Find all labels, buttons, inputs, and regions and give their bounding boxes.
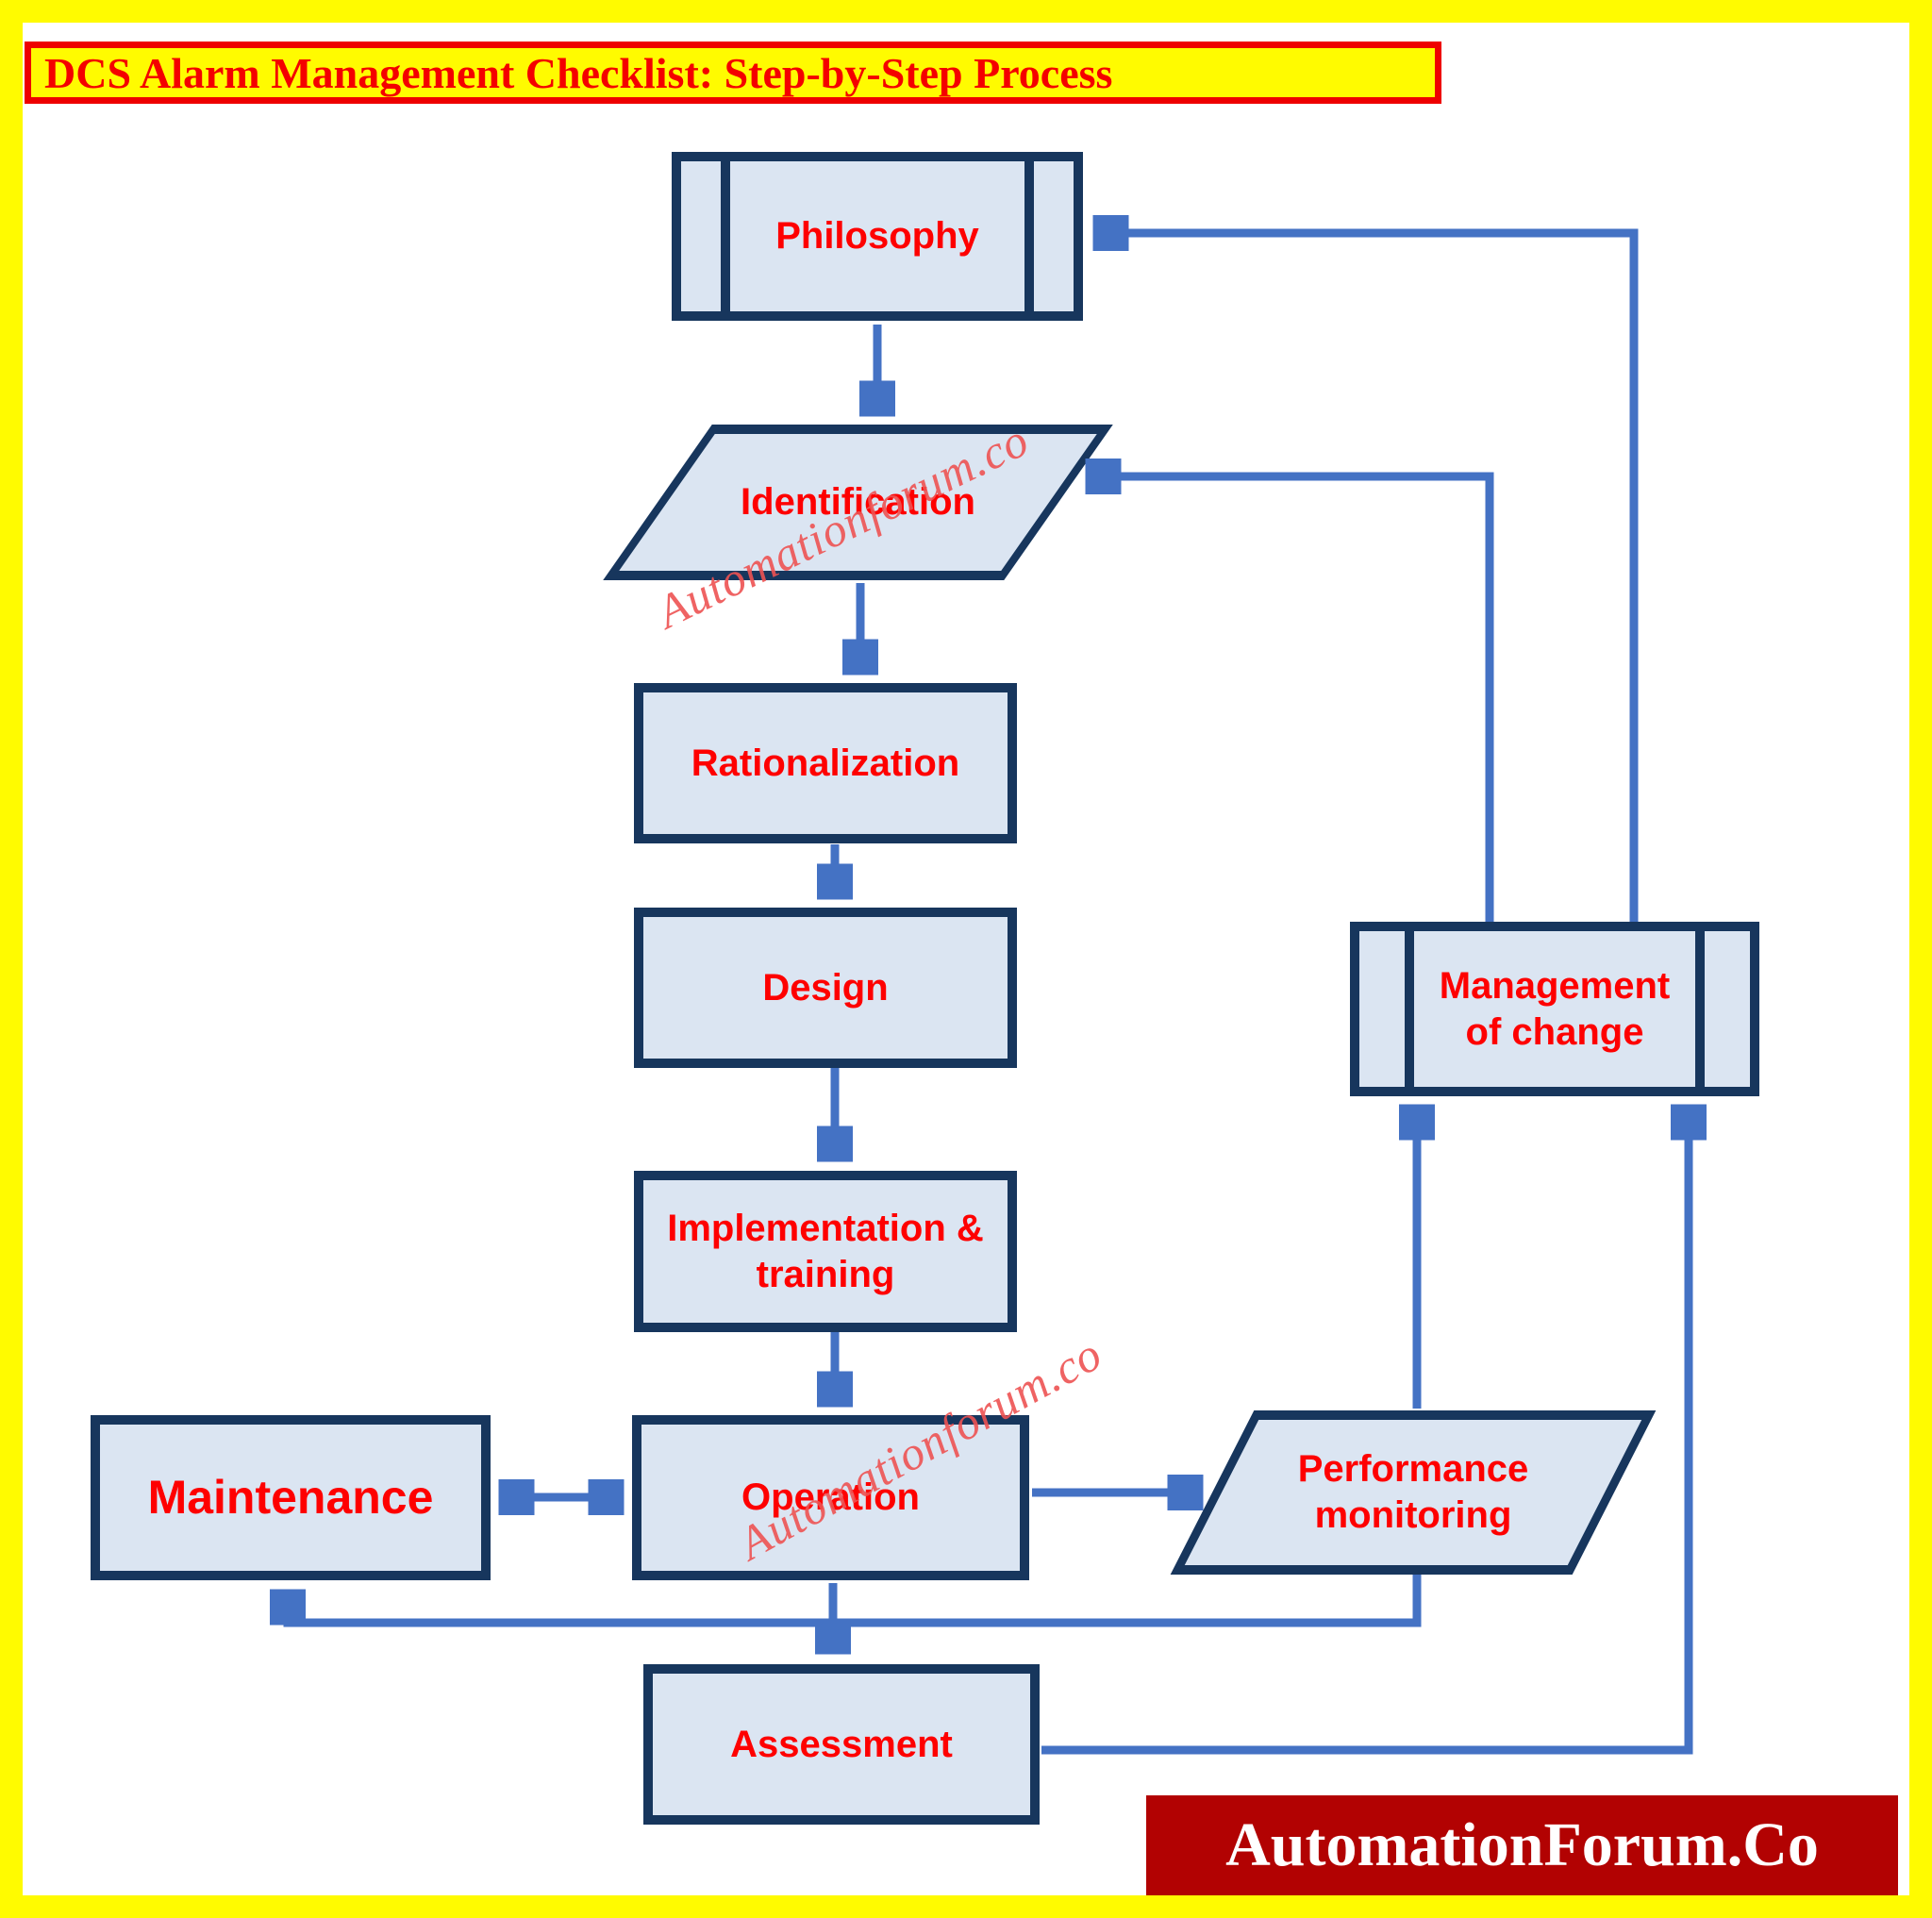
node-philosophy: Philosophy [672,152,1083,321]
node-operation-label: Operation [741,1476,920,1519]
logo-text: AutomationForum.Co [1225,1810,1819,1879]
node-operation: Operation [632,1415,1029,1580]
node-implementation-training-label: Implementation & training [667,1207,984,1295]
arrow-performance-monitoring-to-maintenance [288,1575,1422,1627]
title-banner: DCS Alarm Management Checklist: Step-by-… [25,42,1441,104]
node-assessment: Assessment [643,1664,1040,1825]
node-performance-monitoring: Performance monitoring [1170,1410,1657,1575]
node-management-of-change-label: Management of change [1439,964,1671,1053]
predefined-process-bar-right [1695,931,1705,1087]
node-rationalization-label: Rationalization [691,742,960,784]
arrow-management-of-change-to-identification [1091,476,1494,922]
node-maintenance: Maintenance [91,1415,491,1580]
node-rationalization: Rationalization [634,683,1017,843]
node-assessment-label: Assessment [730,1723,953,1765]
node-management-of-change: Management of change [1350,922,1759,1096]
node-philosophy-label: Philosophy [775,215,979,258]
node-performance-monitoring-label: Performance monitoring [1297,1448,1529,1536]
node-identification: Identification [603,425,1113,580]
predefined-process-bar-left [721,161,730,311]
predefined-process-bar-left [1405,931,1414,1087]
node-implementation-training: Implementation & training [634,1171,1017,1332]
logo-banner: AutomationForum.Co [1146,1795,1898,1895]
node-identification-label: Identification [741,481,975,524]
predefined-process-bar-right [1024,161,1034,311]
node-design: Design [634,908,1017,1068]
page-title: DCS Alarm Management Checklist: Step-by-… [44,48,1113,97]
node-design-label: Design [762,966,889,1009]
arrow-management-of-change-to-philosophy [1098,233,1639,922]
node-maintenance-label: Maintenance [147,1471,434,1524]
